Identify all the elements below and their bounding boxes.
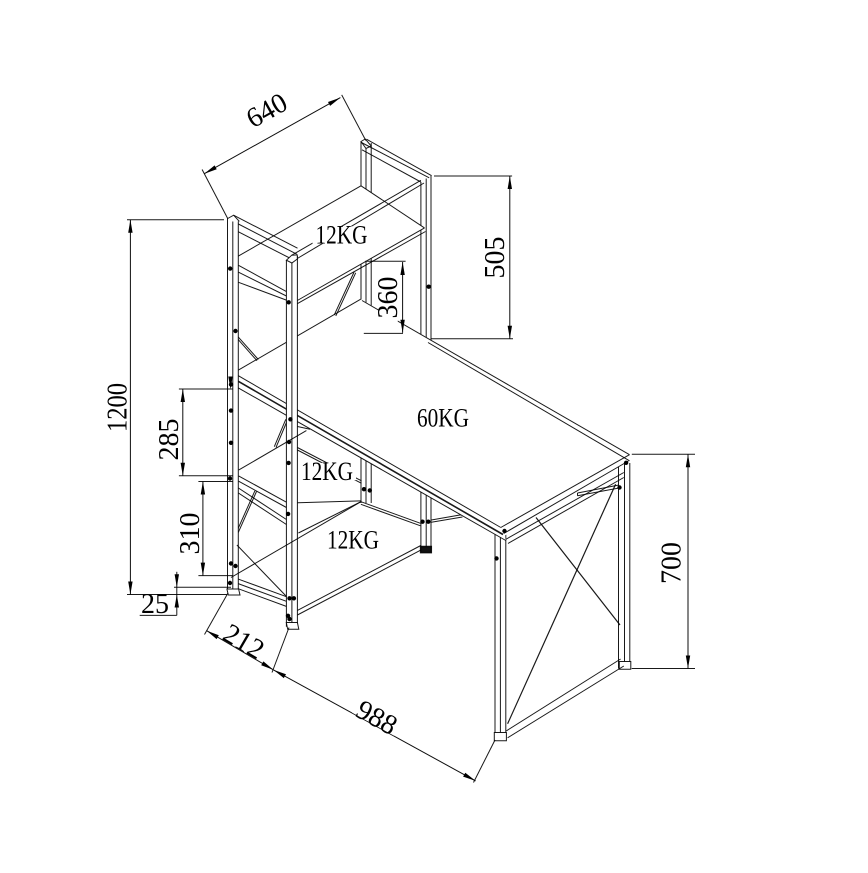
svg-text:310: 310 (175, 513, 206, 555)
svg-text:212: 212 (218, 618, 270, 666)
svg-text:360: 360 (373, 277, 404, 319)
svg-text:12KG: 12KG (316, 221, 368, 250)
svg-text:12KG: 12KG (327, 526, 379, 555)
svg-text:60KG: 60KG (417, 404, 469, 433)
svg-text:285: 285 (154, 419, 185, 461)
svg-text:1200: 1200 (103, 383, 134, 432)
svg-text:700: 700 (657, 542, 688, 584)
svg-text:505: 505 (480, 237, 511, 279)
svg-text:12KG: 12KG (301, 457, 353, 486)
svg-text:25: 25 (141, 589, 169, 620)
